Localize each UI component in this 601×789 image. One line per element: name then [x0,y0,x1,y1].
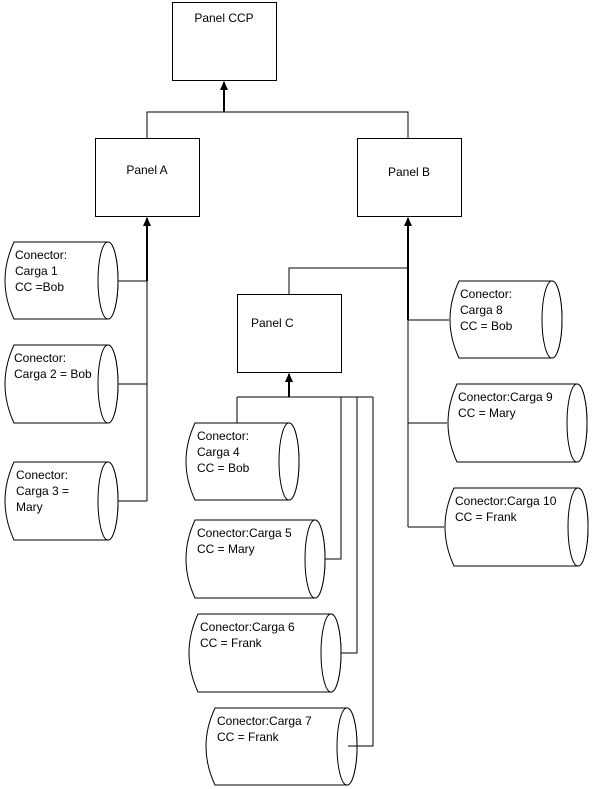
connector-carga6[interactable]: Conector:Carga 6 CC = Frank [188,613,342,693]
arrowhead-icon [404,217,412,226]
panel-b[interactable]: Panel B [357,138,462,217]
edge-panel-a-to-ccp [146,111,224,138]
connector-carga3[interactable]: Conector: Carga 3 = Mary [4,461,119,541]
connector-label-line: Carga 3 = [16,484,69,498]
panel-b-label: Panel B [388,165,430,179]
connector-carga10[interactable]: Conector:Carga 10 CC = Frank [444,487,589,567]
connector-label-line: Conector: [197,429,249,443]
connector-label-line: CC = Mary [197,542,255,556]
connector-carga5[interactable]: Conector:Carga 5 CC = Mary [185,519,326,599]
connector-label-line: CC = Frank [217,730,280,744]
connector-label-line: Conector: [16,468,68,482]
connector-label-line: Carga 4 [197,445,240,459]
cylinder-end [97,344,119,424]
cylinder-end [304,519,326,599]
connector-label-line: Conector: [14,351,66,365]
connector-label-line: Conector:Carga 9 [458,390,553,404]
connector-label-line: Conector:Carga 7 [217,714,312,728]
cylinder-end [567,487,589,567]
cylinder-end [278,422,300,501]
cylinder-end [320,613,342,693]
cylinder-end [97,461,119,541]
panel-c-label: Panel C [251,316,294,330]
connector-carga9[interactable]: Conector:Carga 9 CC = Mary [447,383,588,463]
edge-panel-c-to-panel-b [288,267,408,294]
edges-layer [118,81,449,747]
cylinder-end [566,383,588,463]
connector-label-line: Carga 1 [15,264,58,278]
edge-carga5-to-panel-c [325,397,342,560]
connector-label-line: CC = Mary [458,406,516,420]
connector-carga8[interactable]: Conector: Carga 8 CC = Bob [449,280,563,359]
arrowhead-icon [143,217,151,226]
panel-ccp-label: Panel CCP [194,11,253,25]
panel-a[interactable]: Panel A [95,138,200,217]
connector-label-line: CC = Bob [460,319,513,333]
arrowhead-icon [285,373,293,382]
connector-label-line: CC = Frank [200,636,263,650]
connector-label-line: CC =Bob [15,280,64,294]
connector-label-line: Conector: [460,287,512,301]
cylinder-end [97,241,119,320]
edge-carga6-to-panel-c [341,397,358,654]
connector-label-line: Carga 2 = Bob [14,367,92,381]
connector-label-line: CC = Bob [197,461,250,475]
arrowhead-icon [220,81,228,90]
panel-ccp[interactable]: Panel CCP [172,2,277,81]
connector-carga7[interactable]: Conector:Carga 7 CC = Frank [205,707,358,786]
connector-carga1[interactable]: Conector: Carga 1 CC =Bob [4,241,119,320]
edge-carga7-to-panel-c [348,397,374,747]
connector-label-line: Mary [16,500,43,514]
connector-label-line: Conector: [15,248,67,262]
panel-c[interactable]: Panel C [237,294,342,373]
edge-panel-b-to-ccp [224,111,409,138]
connector-label-line: Conector:Carga 6 [200,620,295,634]
cylinder-end [541,280,563,359]
connector-carga2[interactable]: Conector: Carga 2 = Bob [4,344,119,424]
connector-carga4[interactable]: Conector: Carga 4 CC = Bob [185,422,300,501]
connector-label-line: CC = Frank [455,510,518,524]
panel-a-label: Panel A [126,163,167,177]
connector-label-line: Conector:Carga 10 [455,494,557,508]
connector-label-line: Conector:Carga 5 [197,526,292,540]
connector-label-line: Carga 8 [460,303,503,317]
